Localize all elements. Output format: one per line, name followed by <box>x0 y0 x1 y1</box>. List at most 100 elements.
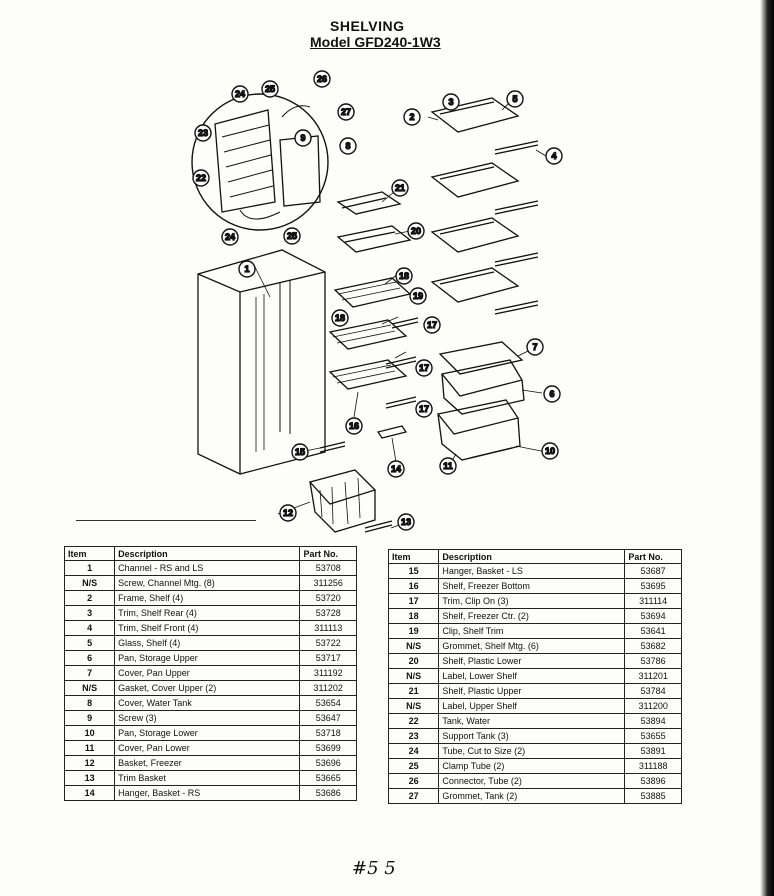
svg-text:24: 24 <box>235 89 245 99</box>
cell-part-no: 53655 <box>624 728 682 744</box>
cell-description: Grommet, Tank (2) <box>438 788 626 804</box>
cell-part-no: 53885 <box>624 788 682 804</box>
cell-item: 5 <box>63 635 116 651</box>
svg-text:23: 23 <box>198 128 208 138</box>
svg-text:6: 6 <box>549 389 554 399</box>
cell-description: Trim Basket <box>114 770 301 786</box>
header-part-no: Part No. <box>624 549 682 564</box>
cell-part-no: 53786 <box>624 653 682 669</box>
cell-item: 14 <box>63 785 116 801</box>
callout-4: 4 <box>545 147 563 165</box>
callout-24b: 24 <box>221 228 239 246</box>
svg-text:8: 8 <box>345 141 350 151</box>
cell-item: 8 <box>63 695 116 711</box>
cell-description: Shelf, Plastic Lower <box>438 653 626 669</box>
shelf-freezer-ctr-2 <box>328 319 408 350</box>
callout-5: 5 <box>506 90 524 108</box>
cell-description: Glass, Shelf (4) <box>114 635 301 651</box>
cell-part-no: 53654 <box>299 695 357 711</box>
table-header-row: Item Description Part No. <box>63 546 357 561</box>
svg-text:17: 17 <box>419 363 429 373</box>
cell-description: Trim, Shelf Rear (4) <box>114 605 301 621</box>
callout-26: 26 <box>313 70 331 88</box>
callout-13: 13 <box>397 513 415 531</box>
cell-part-no: 53717 <box>299 650 357 666</box>
cell-item: 18 <box>387 608 440 624</box>
callout-16: 16 <box>345 417 363 435</box>
glass-shelf-2 <box>430 162 520 198</box>
svg-text:14: 14 <box>391 464 401 474</box>
cell-item: 4 <box>63 620 116 636</box>
cell-description: Pan, Storage Lower <box>114 725 301 741</box>
exploded-diagram: 1 2 3 4 5 6 7 8 9 10 11 12 13 14 15 16 1… <box>191 70 563 533</box>
tank-cover <box>279 135 321 207</box>
svg-text:5: 5 <box>512 94 517 104</box>
cell-part-no: 53647 <box>299 710 357 726</box>
callout-9: 9 <box>294 129 312 147</box>
cell-part-no: 53728 <box>299 605 357 621</box>
cell-description: Support Tank (3) <box>438 728 626 744</box>
cell-item: 25 <box>387 758 440 774</box>
cell-description: Basket, Freezer <box>114 755 301 771</box>
cell-item: N/S <box>387 638 440 654</box>
svg-text:13: 13 <box>401 517 411 527</box>
header-item: Item <box>63 546 116 561</box>
svg-text:24: 24 <box>225 232 235 242</box>
cell-item: 23 <box>387 728 440 744</box>
shelf-plastic-upper <box>336 191 402 215</box>
cell-item: 26 <box>387 773 440 789</box>
callout-18a: 18 <box>395 267 413 285</box>
cell-part-no: 53722 <box>299 635 357 651</box>
cell-part-no: 311201 <box>624 668 682 684</box>
cell-description: Shelf, Plastic Upper <box>438 683 626 699</box>
cell-description: Screw, Channel Mtg. (8) <box>114 575 301 591</box>
shelf-plastic-lower <box>336 225 412 253</box>
cell-description: Cover, Water Tank <box>114 695 301 711</box>
freezer-basket <box>308 469 377 505</box>
pan-storage-lower <box>436 399 521 461</box>
callout-27: 27 <box>337 103 355 121</box>
svg-text:11: 11 <box>443 461 453 471</box>
callout-10: 10 <box>541 442 559 460</box>
cell-item: 3 <box>63 605 116 621</box>
cell-description: Tube, Cut to Size (2) <box>438 743 626 759</box>
scan-artifact <box>76 520 256 521</box>
cell-item: 16 <box>387 578 440 594</box>
svg-text:9: 9 <box>300 133 305 143</box>
callout-2: 2 <box>403 108 421 126</box>
svg-text:27: 27 <box>341 107 351 117</box>
cell-part-no: 311188 <box>624 758 682 774</box>
cell-description: Grommet, Shelf Mtg. (6) <box>438 638 626 654</box>
scan-edge <box>760 0 774 896</box>
cell-part-no: 53641 <box>624 623 682 639</box>
callout-25a: 25 <box>261 80 279 98</box>
callout-23: 23 <box>194 124 212 142</box>
cell-part-no: 53686 <box>299 785 357 801</box>
cell-item: 10 <box>63 725 116 741</box>
cell-description: Pan, Storage Upper <box>114 650 301 666</box>
cell-item: 12 <box>63 755 116 771</box>
cell-part-no: 53708 <box>299 560 357 576</box>
svg-text:17: 17 <box>427 320 437 330</box>
svg-text:7: 7 <box>532 342 537 352</box>
cell-description: Label, Lower Shelf <box>438 668 626 684</box>
cell-part-no: 53694 <box>624 608 682 624</box>
callout-25b: 25 <box>283 227 301 245</box>
title: SHELVING <box>330 18 405 34</box>
cell-item: 9 <box>63 710 116 726</box>
